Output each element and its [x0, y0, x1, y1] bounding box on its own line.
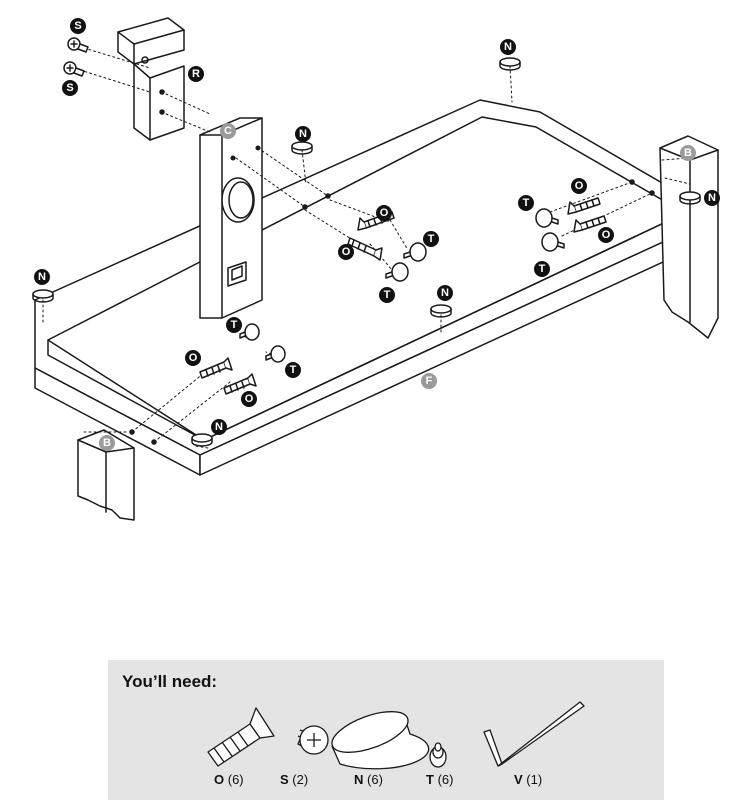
hardware-illustrations — [207, 701, 585, 770]
bolt-o-6 — [223, 373, 257, 395]
svg-text:T: T — [290, 364, 297, 376]
panel-c — [199, 117, 263, 319]
svg-text:N: N — [708, 192, 716, 204]
allen-key-v-icon — [483, 701, 585, 767]
svg-text:R: R — [192, 68, 200, 80]
callout-o: O — [376, 205, 392, 221]
svg-text:T: T — [523, 197, 530, 209]
callout-o: O — [338, 244, 354, 260]
svg-text:F: F — [426, 375, 433, 387]
svg-text:T: T — [384, 289, 391, 301]
svg-text:O: O — [380, 207, 389, 219]
callout-r: R — [188, 66, 204, 82]
callout-o: O — [185, 350, 201, 366]
svg-text:T: T — [231, 319, 238, 331]
cam-t-2 — [385, 262, 409, 282]
callout-n: N — [34, 269, 50, 285]
hardware-needed-title: You’ll need: — [122, 672, 218, 691]
part-label-badges: C B B F — [99, 123, 696, 451]
cam-t-5 — [239, 323, 260, 341]
svg-text:O: O — [342, 246, 351, 258]
glide-n-6 — [191, 433, 213, 447]
svg-text:N: N — [38, 271, 46, 283]
glide-n-1 — [499, 57, 521, 71]
glide-n-5 — [430, 304, 452, 318]
part-label-b: B — [680, 145, 696, 161]
callout-n: N — [500, 39, 516, 55]
screw-s-upper — [67, 37, 89, 53]
svg-text:B: B — [684, 147, 692, 159]
svg-text:O: O — [602, 229, 611, 241]
svg-text:C: C — [224, 125, 232, 137]
glide-n-2 — [291, 141, 313, 155]
leg-b-right — [659, 135, 719, 339]
hardware-needed-panel: You’ll need: O (6 — [108, 660, 664, 800]
callout-n: N — [211, 419, 227, 435]
callout-t: T — [534, 261, 550, 277]
svg-text:T: T — [539, 263, 546, 275]
callout-t: T — [423, 231, 439, 247]
part-label-f: F — [421, 373, 437, 389]
hardware-label-s: S (2) — [280, 772, 309, 787]
callout-t: T — [379, 287, 395, 303]
bolt-o-icon — [207, 707, 275, 767]
cam-t-1 — [403, 242, 427, 262]
callout-s: S — [70, 18, 86, 34]
callout-s: S — [62, 80, 78, 96]
callout-o: O — [598, 227, 614, 243]
svg-text:T: T — [428, 233, 435, 245]
callout-t: T — [285, 362, 301, 378]
callout-badges: S S R N N N N N N O O O O O O T T T T T … — [34, 18, 720, 435]
bolt-o-2 — [347, 237, 383, 261]
screw-s-lower — [63, 61, 85, 77]
cam-t-6 — [265, 345, 286, 363]
hardware-label-n: N (6) — [354, 772, 383, 787]
callout-n: N — [437, 285, 453, 301]
svg-text:O: O — [575, 180, 584, 192]
glide-n-icon — [331, 711, 430, 770]
bolt-o-3 — [567, 197, 601, 215]
part-label-c: C — [220, 123, 236, 139]
part-label-b: B — [99, 435, 115, 451]
svg-text:N: N — [299, 128, 307, 140]
svg-text:O: O — [189, 352, 198, 364]
callout-n: N — [295, 126, 311, 142]
hardware-label-o: O (6) — [214, 772, 244, 787]
bracket-r — [117, 17, 185, 141]
leg-b-left — [77, 429, 135, 521]
svg-text:S: S — [66, 82, 73, 94]
svg-text:B: B — [103, 437, 111, 449]
cam-t-3 — [535, 208, 559, 228]
hardware-label-v: V (1) — [514, 772, 543, 787]
glide-n-3 — [679, 191, 701, 205]
svg-text:N: N — [441, 287, 449, 299]
bolt-o-4 — [573, 215, 607, 233]
frame-f — [34, 99, 701, 476]
callout-t: T — [226, 317, 242, 333]
cam-t-4 — [541, 232, 565, 252]
svg-text:N: N — [215, 421, 223, 433]
bolt-o-5 — [199, 357, 233, 379]
callout-o: O — [241, 391, 257, 407]
svg-text:N: N — [504, 41, 512, 53]
svg-text:O: O — [245, 393, 254, 405]
callout-t: T — [518, 195, 534, 211]
svg-text:S: S — [74, 20, 81, 32]
glide-n-4 — [32, 289, 54, 303]
callout-o: O — [571, 178, 587, 194]
screw-s-icon — [297, 725, 329, 755]
cam-t-icon — [429, 742, 447, 768]
hardware-label-t: T (6) — [426, 772, 454, 787]
callout-n: N — [704, 190, 720, 206]
